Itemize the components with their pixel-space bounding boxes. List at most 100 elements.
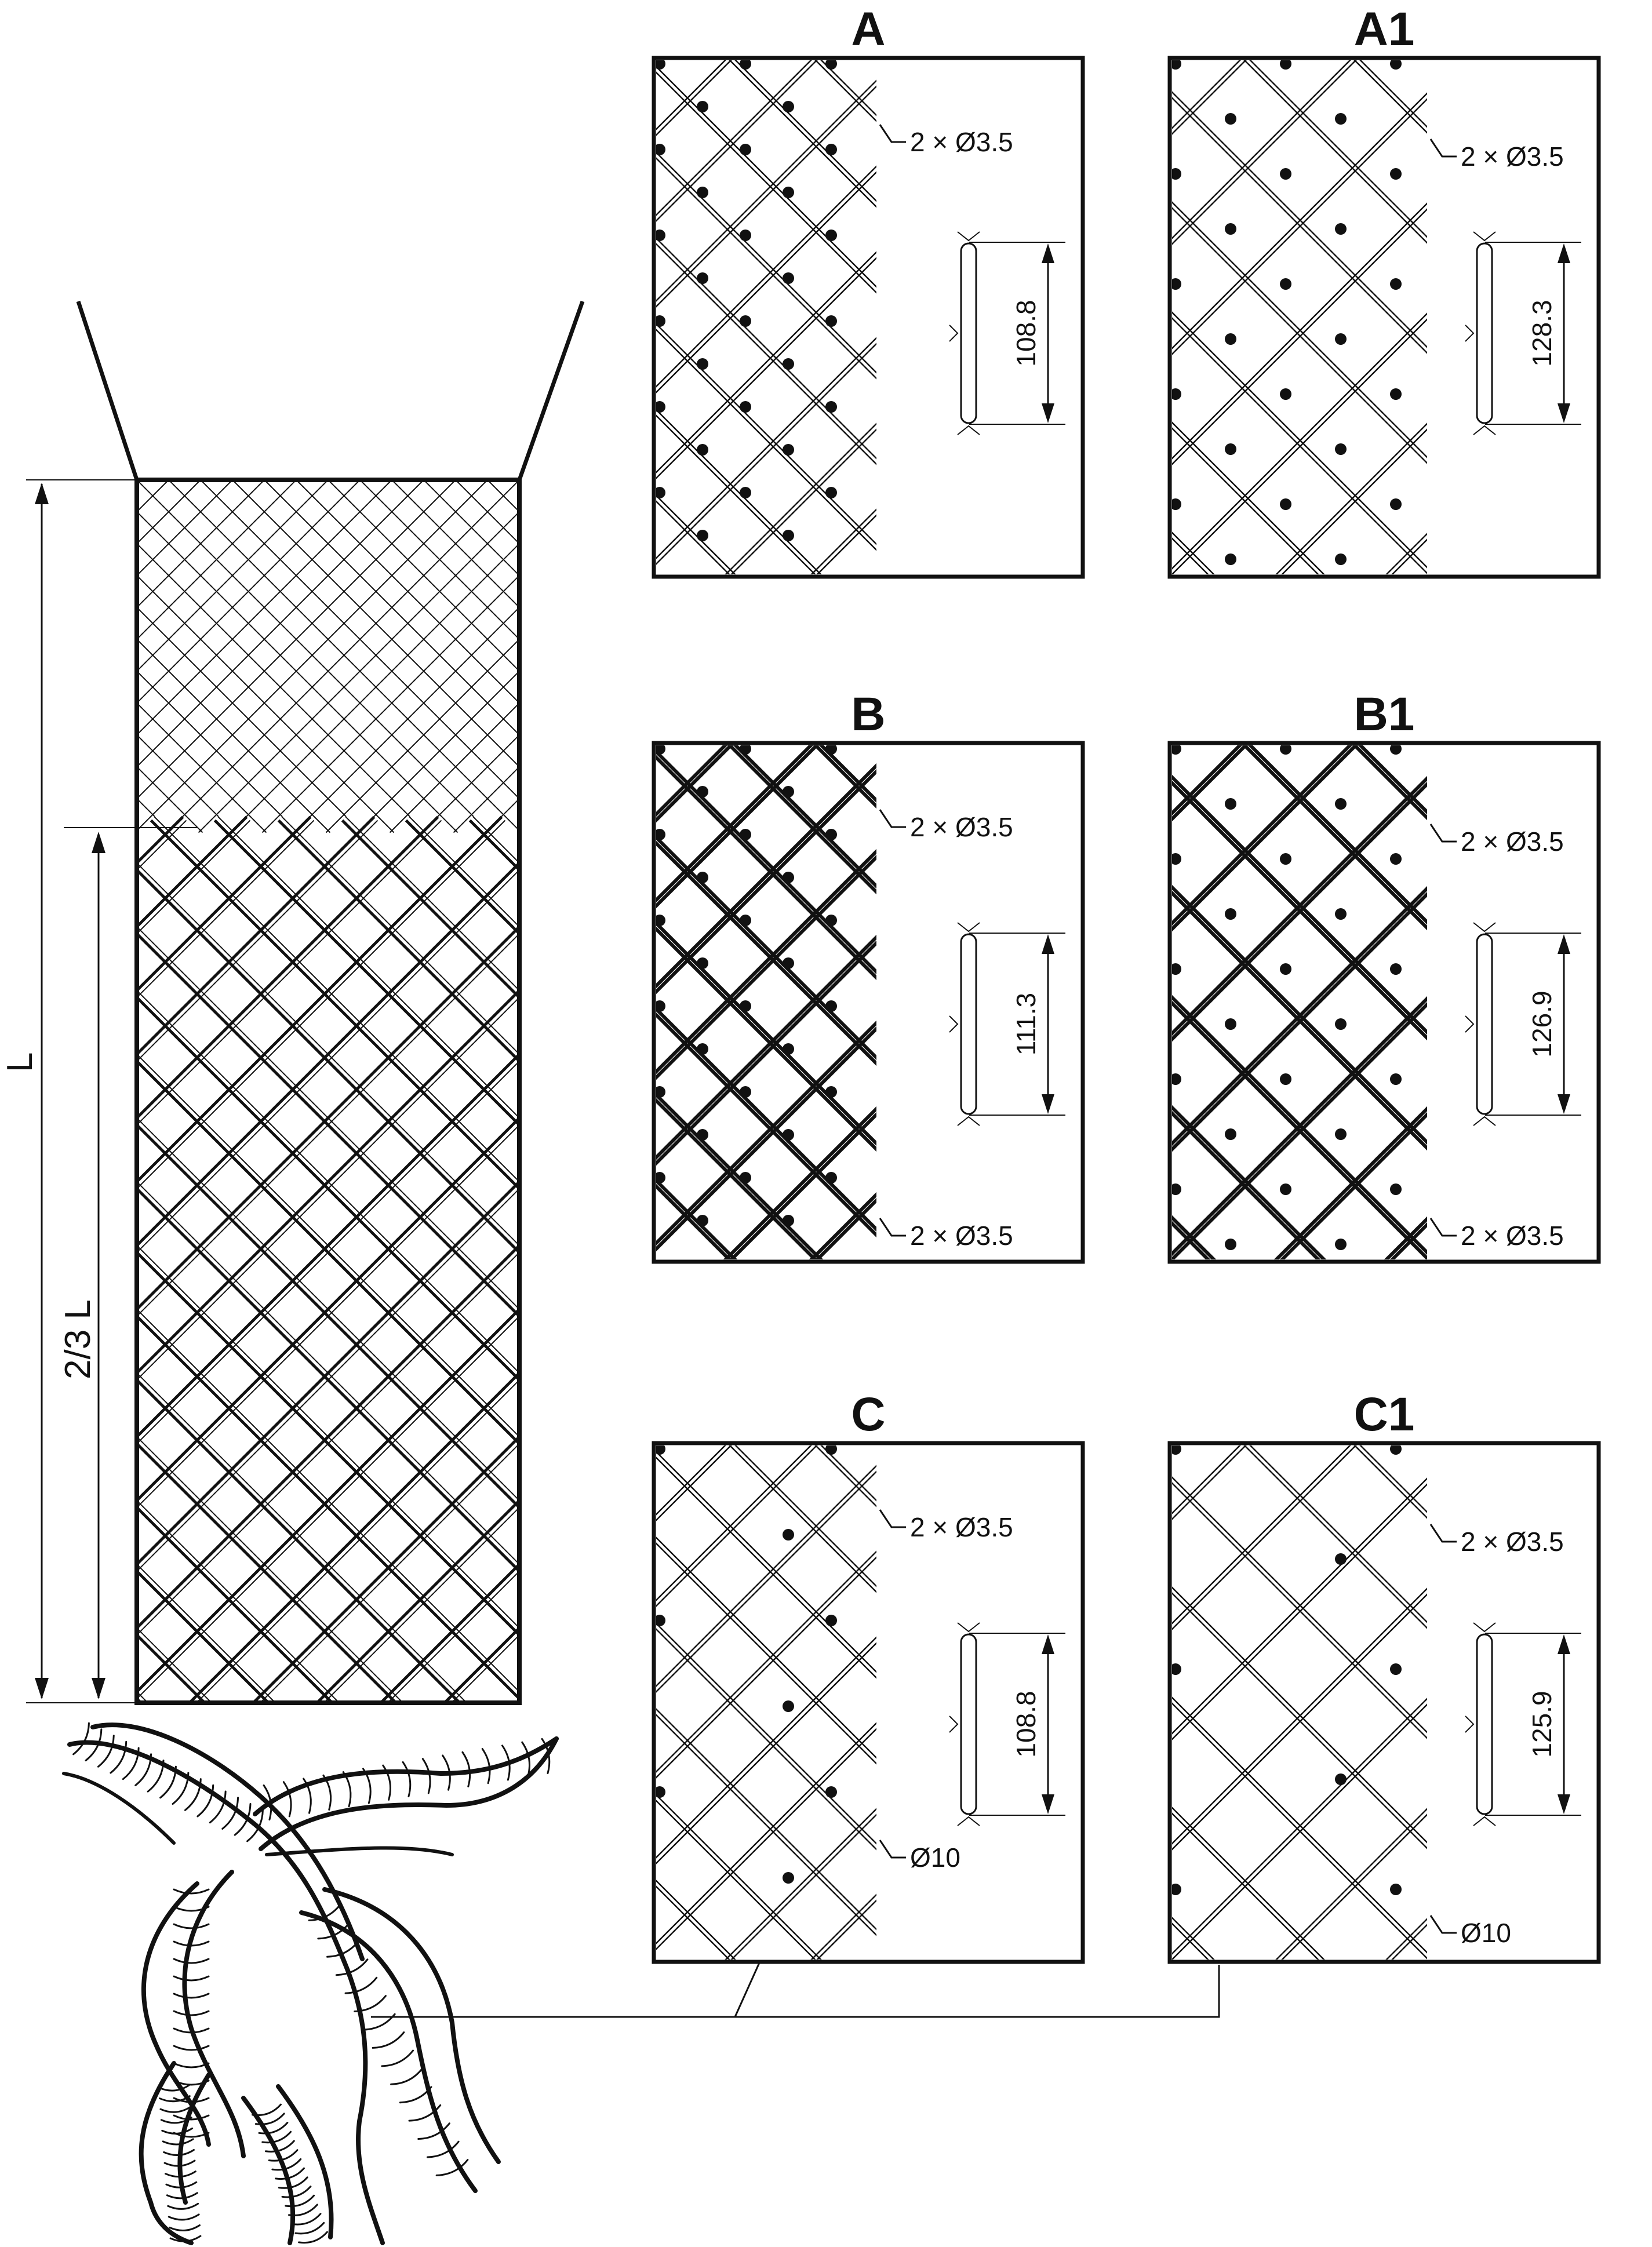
- rope-strand-hatch: [173, 2097, 210, 2103]
- gauge-tick: [957, 425, 980, 435]
- mesh-gauge: [960, 933, 977, 1115]
- mesh-bar: [0, 58, 657, 753]
- mesh-bar: [656, 71, 876, 294]
- rope-strand-hatch: [282, 1781, 292, 1818]
- mesh-bar: [656, 835, 876, 1061]
- panel-frame: [1167, 56, 1601, 579]
- mesh-bar: [1172, 995, 1427, 1255]
- heavy-mesh-line: [137, 803, 519, 1703]
- knot-dot: [1172, 853, 1181, 865]
- fine-mesh-section: [0, 480, 519, 1755]
- knot-dot: [1172, 498, 1181, 510]
- heavy-mesh-line: [137, 803, 519, 1703]
- rope-strand-hatch: [382, 1764, 391, 1801]
- mesh-bar: [1172, 1445, 1357, 1630]
- heavy-mesh-line: [137, 803, 519, 1703]
- rope-strand-hatch: [173, 2114, 210, 2121]
- heavy-mesh-line: [137, 803, 390, 1703]
- heavy-mesh-line: [137, 803, 519, 1703]
- knot-dot: [783, 358, 794, 370]
- fine-mesh-line: [0, 480, 9, 1755]
- mesh-bar: [656, 920, 876, 1146]
- rope-strand-hatch: [258, 2122, 289, 2135]
- rope-strand-hatch: [97, 1735, 115, 1768]
- callout-label: 2 × Ø3.5: [910, 127, 1013, 157]
- knot-dot: [740, 1000, 751, 1012]
- knot-dot: [783, 272, 794, 284]
- knot-dot: [656, 401, 665, 413]
- rope-strand-hatch: [234, 1802, 252, 1836]
- mesh-bar: [656, 151, 876, 374]
- knot-dot: [1335, 333, 1347, 345]
- knot-dot: [1335, 223, 1347, 235]
- mesh-bar: [0, 58, 471, 753]
- mesh-bar: [1172, 317, 1427, 574]
- mesh-bar: [1172, 781, 1427, 1042]
- mesh-bar: [1172, 1696, 1427, 1954]
- fine-mesh-line: [137, 480, 361, 704]
- fine-mesh-line: [137, 480, 488, 832]
- mesh-bar: [656, 1628, 876, 1851]
- knot-dot: [697, 187, 708, 198]
- heavy-mesh-line: [137, 803, 141, 1703]
- rope-strand-hatch: [169, 2224, 201, 2231]
- mesh-bar: [656, 1636, 876, 1859]
- heavy-mesh-line: [137, 803, 517, 1703]
- rope-strand-hatch: [263, 1784, 272, 1821]
- gauge-tick: [1473, 1816, 1496, 1826]
- heavy-mesh-line: [137, 803, 519, 1703]
- fine-mesh-line: [137, 480, 424, 768]
- rope-strand-hatch: [159, 1765, 177, 1799]
- fine-mesh-line: [137, 542, 429, 835]
- rope-strand-hatch: [291, 2213, 322, 2226]
- panel-mesh: [656, 745, 876, 1259]
- rope-strand-hatch: [461, 1751, 471, 1787]
- fraction-arrow-top: [92, 832, 105, 853]
- knot-dot: [783, 957, 794, 969]
- gauge-tick: [957, 1816, 980, 1826]
- knot-dot: [1280, 388, 1291, 400]
- mesh-bar: [656, 854, 876, 1080]
- callout-leader: [879, 1840, 906, 1859]
- knot-dot: [1172, 1073, 1181, 1085]
- mesh-bar: [1172, 312, 1427, 570]
- mesh-bar: [656, 243, 876, 465]
- fine-mesh-line: [0, 480, 105, 1755]
- twisted-rope-icon: [62, 1722, 559, 2245]
- rope-strand-hatch: [408, 2104, 442, 2122]
- knot-dot: [783, 1215, 794, 1226]
- gauge-tick: [1473, 922, 1496, 933]
- rope-strand-hatch: [261, 2131, 292, 2144]
- mesh-bar: [1172, 886, 1427, 1146]
- knot-dot: [1280, 963, 1291, 975]
- rope-strand-hatch: [72, 1722, 90, 1756]
- fine-mesh-line: [137, 480, 392, 736]
- fine-mesh-line: [137, 670, 301, 835]
- panel-mesh: [0, 58, 876, 753]
- mesh-bar: [656, 343, 876, 565]
- knot-dot: [1335, 1553, 1347, 1565]
- mesh-bar: [1243, 60, 1427, 244]
- rope-strand-hatch: [173, 1888, 210, 1895]
- knot-dot: [783, 530, 794, 541]
- knot-dot: [740, 487, 751, 498]
- knot-dot: [1225, 113, 1236, 125]
- mesh-bar: [1172, 202, 1427, 460]
- heavy-mesh-line: [137, 803, 453, 1703]
- knot-dot: [740, 401, 751, 413]
- knot-dot: [1335, 113, 1347, 125]
- mesh-gauge: [1476, 1633, 1493, 1815]
- knot-dot: [740, 745, 751, 755]
- panel-mesh: [656, 1445, 876, 1960]
- knot-dot: [1390, 963, 1402, 975]
- fraction-label: 2/3 L: [58, 1299, 98, 1379]
- knot-dot: [1172, 745, 1181, 755]
- panel-title: B: [851, 688, 885, 741]
- fine-mesh-line: [163, 480, 519, 835]
- rope-strand-hatch: [110, 1740, 128, 1774]
- mesh-bar: [656, 1622, 876, 1845]
